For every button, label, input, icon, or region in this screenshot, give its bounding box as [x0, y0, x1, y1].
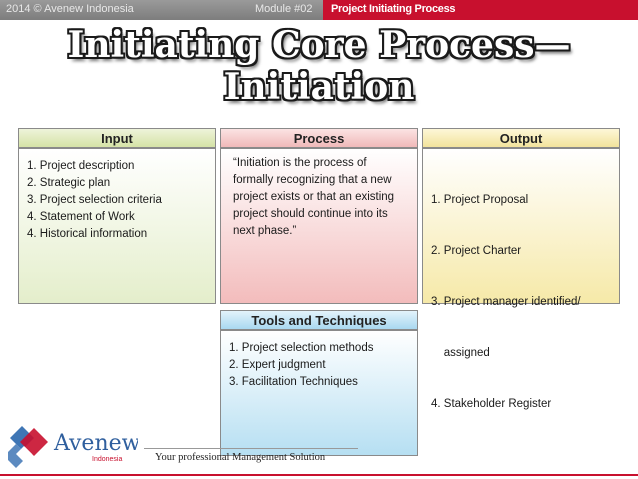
input-item: 2. Strategic plan [27, 177, 111, 189]
input-heading: Input [18, 128, 216, 148]
tagline: Your professional Management Solution [155, 452, 326, 463]
title-line-2: Initiation [223, 66, 415, 108]
section-label: Project Initiating Process [331, 3, 456, 15]
output-list: 1. Project Proposal 2. Project Charter 3… [431, 158, 581, 447]
logo-sub: Indonesia [92, 456, 122, 463]
tagline-divider [144, 448, 358, 449]
output-item: 1. Project Proposal [431, 194, 529, 206]
process-box: “Initiation is the process of formally r… [220, 148, 418, 304]
output-item: assigned [431, 347, 490, 359]
bottom-accent-line [0, 474, 638, 476]
avenew-logo: Avenew Indonesia [4, 420, 141, 472]
tools-item: 2. Expert judgment [229, 359, 326, 371]
logo-name: Avenew [53, 431, 138, 456]
module-label: Module #02 [255, 3, 313, 15]
input-list: 1. Project description 2. Strategic plan… [27, 158, 162, 243]
title-line-1: Initiating Core Process— [67, 24, 571, 66]
output-item: 3. Project manager identified/ [431, 296, 581, 308]
avenew-logo-mark-icon: Avenew Indonesia [4, 426, 141, 468]
output-item: 4. Stakeholder Register [431, 398, 552, 410]
tools-box: 1. Project selection methods 2. Expert j… [220, 330, 418, 456]
input-item: 3. Project selection criteria [27, 194, 162, 206]
output-box: 1. Project Proposal 2. Project Charter 3… [422, 148, 620, 410]
process-definition: “Initiation is the process of formally r… [233, 157, 395, 237]
tools-heading: Tools and Techniques [220, 310, 418, 330]
top-bar: 2014 © Avenew Indonesia Module #02 Proje… [0, 0, 638, 20]
process-heading: Process [220, 128, 418, 148]
slide-title: Initiating Core Process— Initiation [0, 24, 638, 108]
input-item: 4. Statement of Work [27, 211, 135, 223]
tools-item: 1. Project selection methods [229, 342, 374, 354]
input-item: 4. Historical information [27, 228, 148, 240]
tools-list: 1. Project selection methods 2. Expert j… [229, 340, 373, 391]
input-box: 1. Project description 2. Strategic plan… [18, 148, 216, 304]
copyright-text: 2014 © Avenew Indonesia [6, 3, 134, 15]
output-item: 2. Project Charter [431, 245, 522, 257]
output-heading: Output [422, 128, 620, 148]
input-item: 1. Project description [27, 160, 135, 172]
tools-item: 3. Facilitation Techniques [229, 376, 358, 388]
section-badge: Project Initiating Process [323, 0, 638, 20]
